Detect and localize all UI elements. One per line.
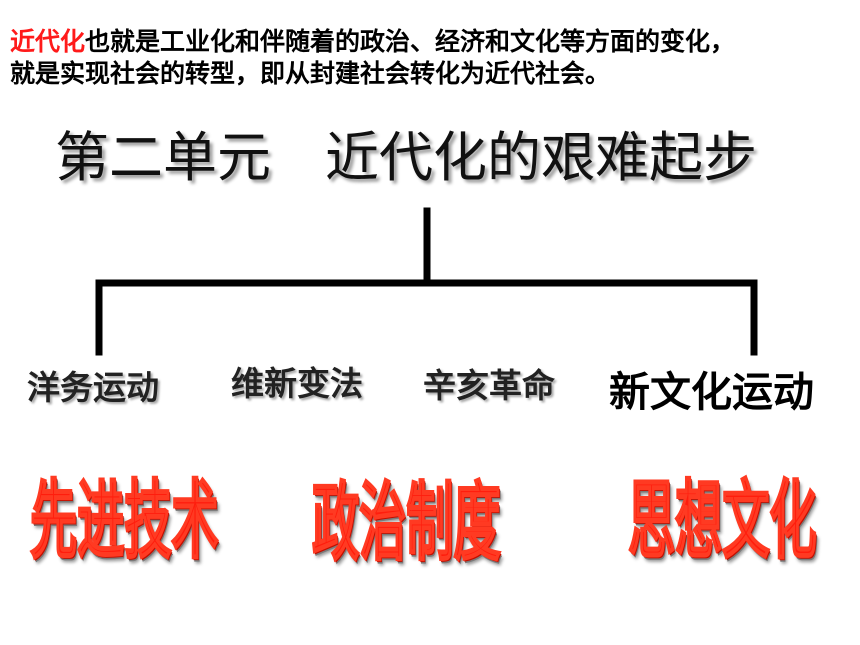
aspect-advanced-technology: 先进技术 <box>29 470 219 571</box>
branch-reform-movement: 维新变法 <box>231 364 363 403</box>
intro-definition: 近代化也就是工业化和伴随着的政治、经济和文化等方面的变化， 就是实现社会的转型，… <box>10 26 855 90</box>
intro-line-1-text: 也就是工业化和伴随着的政治、经济和文化等方面的变化， <box>85 27 736 56</box>
branch-new-culture-movement: 新文化运动 <box>609 368 814 416</box>
unit-title: 第二单元 近代化的艰难起步 <box>55 126 757 189</box>
aspect-political-system: 政治制度 <box>311 472 501 573</box>
branch-yangwu-movement: 洋务运动 <box>27 368 159 407</box>
intro-highlight-term: 近代化 <box>10 27 86 56</box>
aspect-ideology-culture: 思想文化 <box>627 470 817 571</box>
intro-line-1: 近代化也就是工业化和伴随着的政治、经济和文化等方面的变化， <box>10 26 855 58</box>
branch-xinhai-revolution: 辛亥革命 <box>423 366 555 405</box>
intro-line-2: 就是实现社会的转型，即从封建社会转化为近代社会。 <box>10 59 611 88</box>
